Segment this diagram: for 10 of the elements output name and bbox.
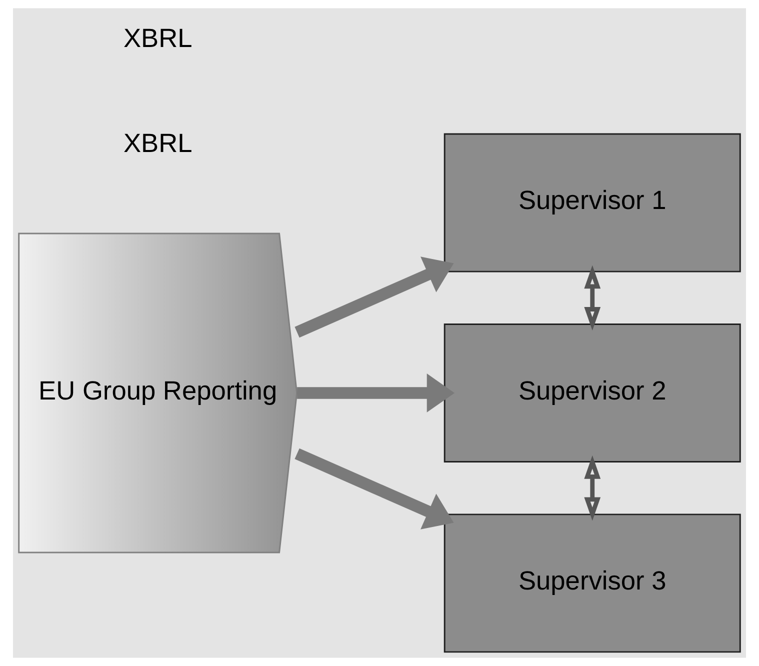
- label: XBRL: [123, 22, 192, 53]
- node-box: Supervisor 3: [444, 514, 741, 653]
- arrow: [584, 265, 601, 331]
- arrow: [297, 374, 455, 412]
- label: XBRL: [123, 128, 192, 158]
- arrow: [294, 256, 454, 338]
- arrow: [584, 455, 601, 521]
- node-box: Supervisor 2: [444, 323, 741, 462]
- arrow: [294, 448, 454, 530]
- node-box: Supervisor 1: [444, 133, 741, 272]
